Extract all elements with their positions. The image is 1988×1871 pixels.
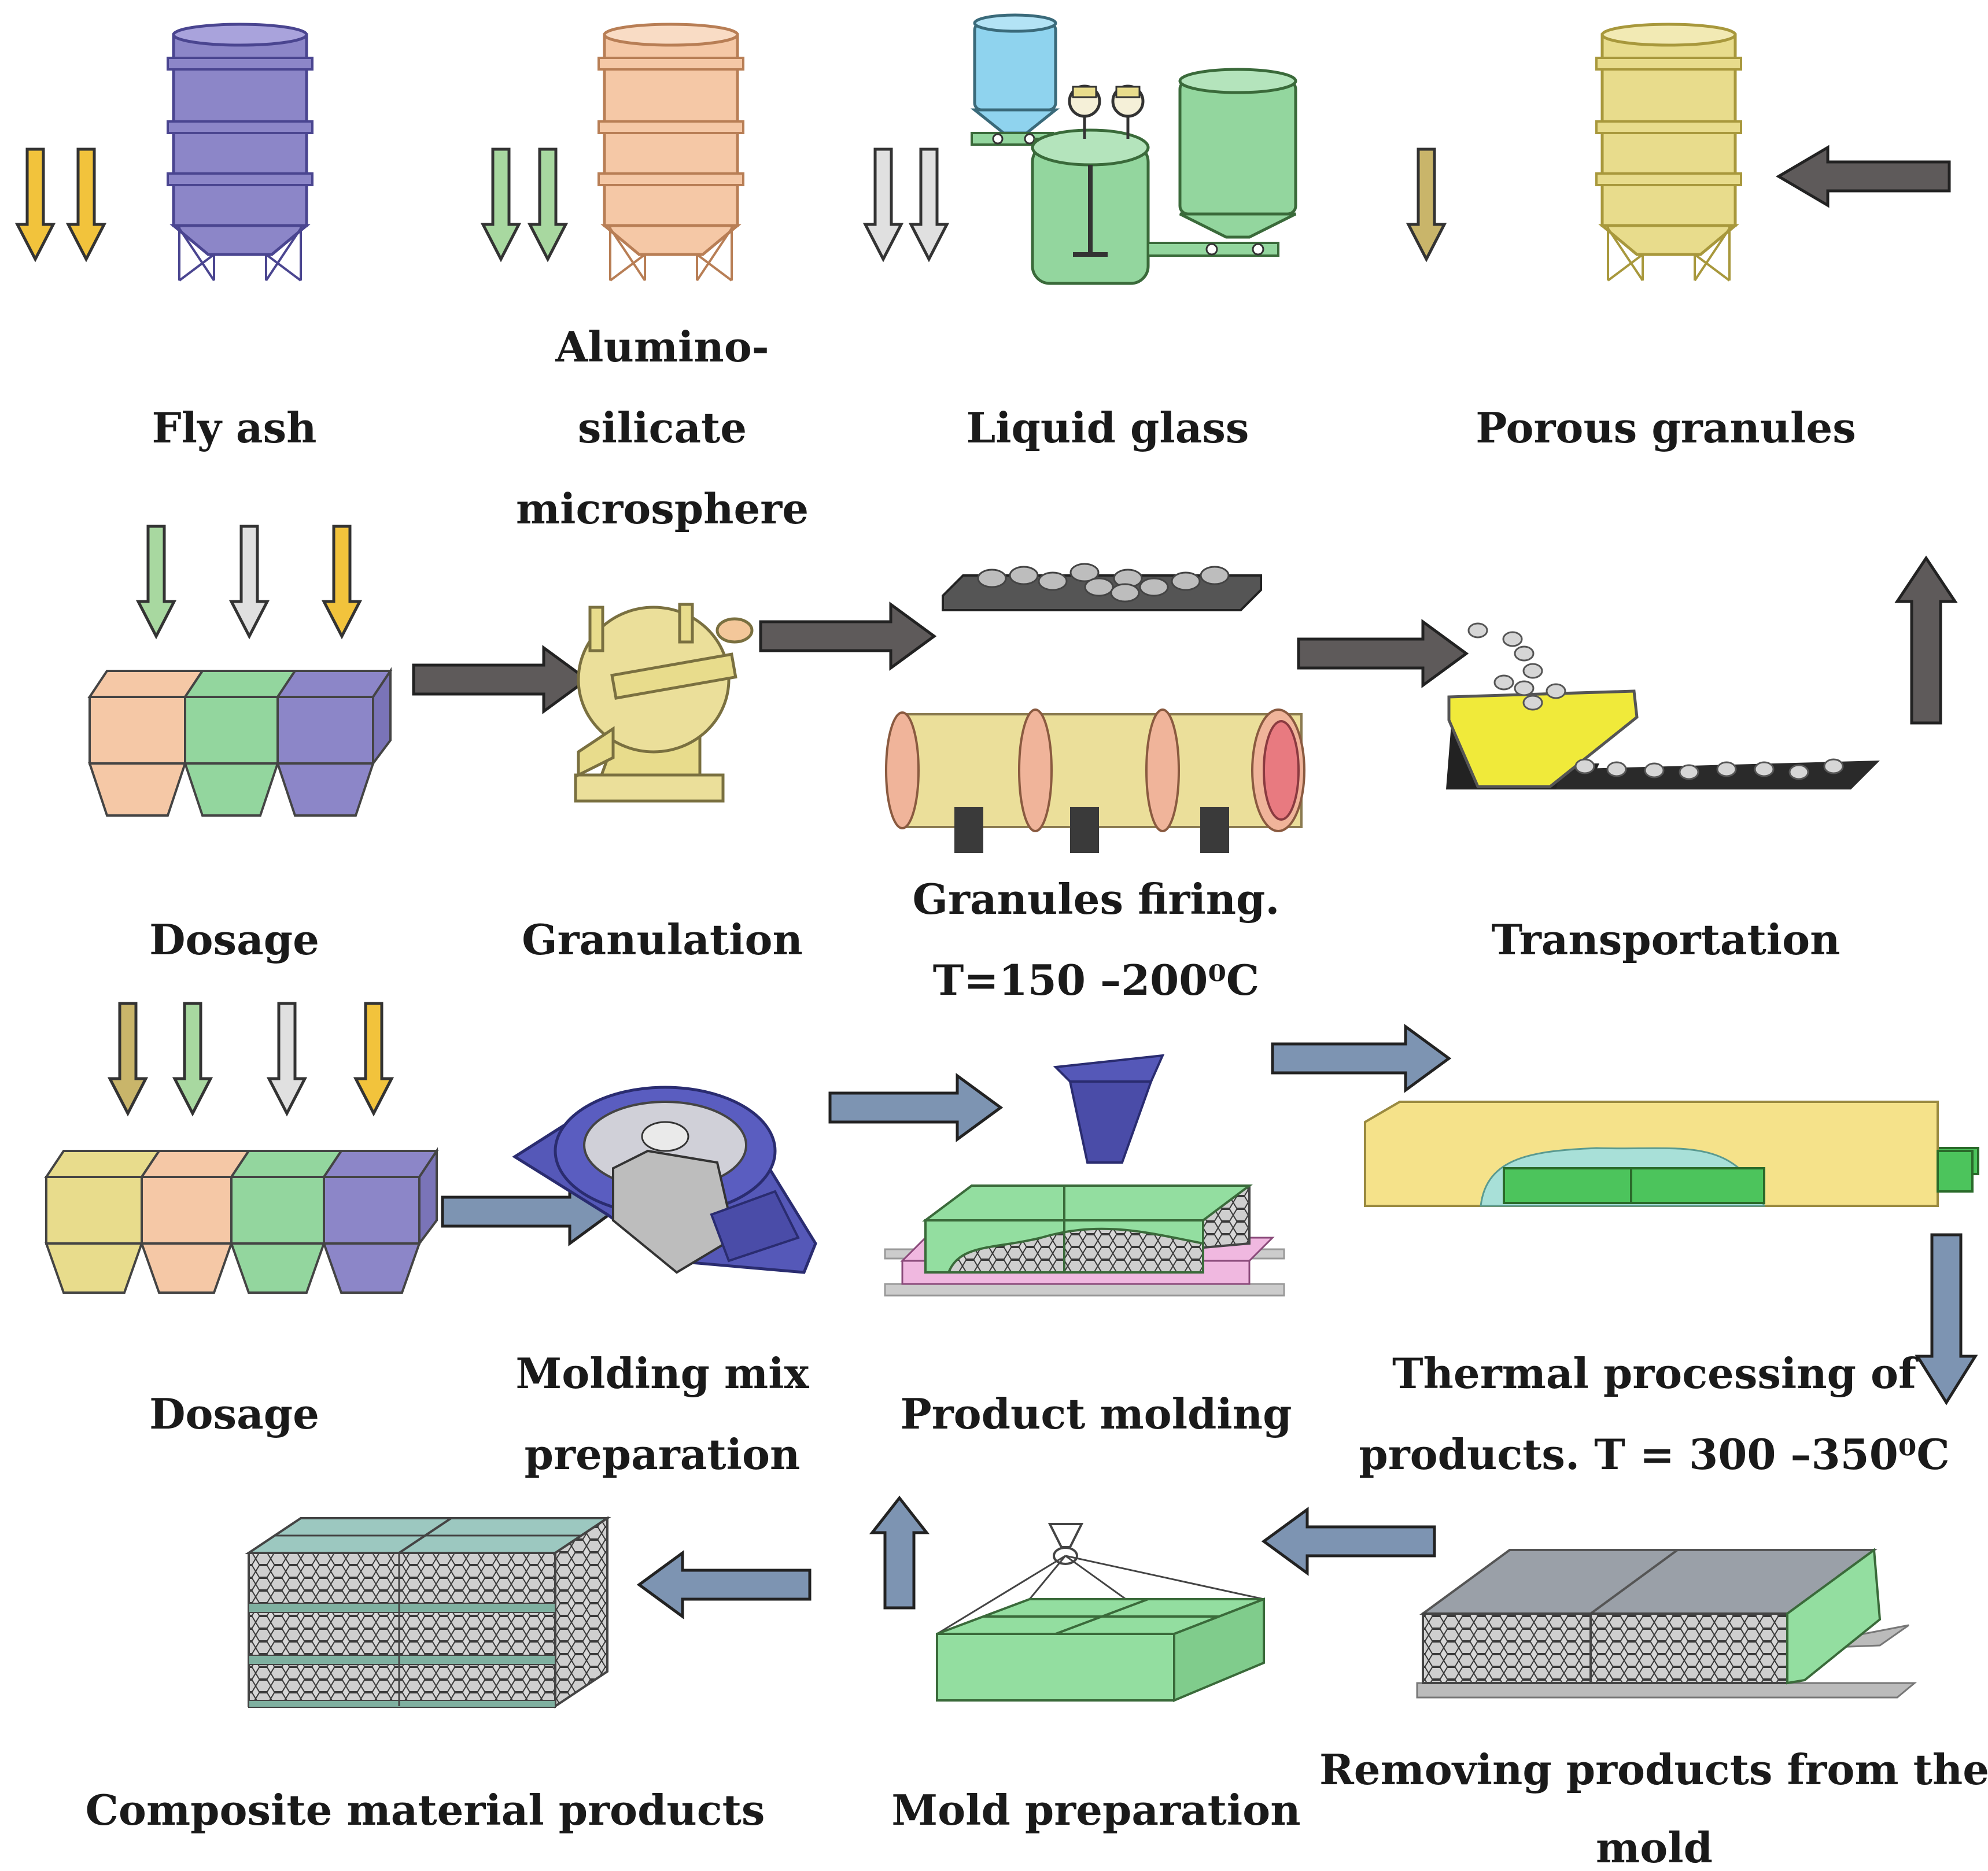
label-alumino-line3: microsphere bbox=[516, 484, 809, 533]
flow-arrow-dosage-to-granulation bbox=[412, 645, 590, 714]
molding-station-icon bbox=[884, 1054, 1285, 1297]
label-dosage-1: Dosage bbox=[149, 915, 319, 964]
transport-conveyor-icon bbox=[1446, 622, 1880, 789]
fly-ash-silo-icon bbox=[167, 23, 313, 282]
label-alumino-line1: Alumino- bbox=[555, 322, 769, 371]
liquid-glass-arrows bbox=[862, 147, 950, 263]
flow-arrow-to-composite bbox=[636, 1550, 812, 1619]
label-molding-mix-line2: preparation bbox=[525, 1430, 801, 1479]
microsphere-silo-icon bbox=[597, 23, 744, 282]
label-firing-line1: Granules firing. bbox=[913, 874, 1280, 924]
fly-ash-arrows bbox=[14, 147, 107, 263]
dosage-2-input-arrows bbox=[107, 1002, 394, 1117]
flow-arrow-molding-to-thermal bbox=[1271, 1024, 1452, 1093]
label-product-molding: Product molding bbox=[901, 1389, 1292, 1438]
label-composite-products: Composite material products bbox=[86, 1785, 765, 1835]
granule-tray-icon bbox=[942, 563, 1262, 611]
mold-preparation-icon bbox=[936, 1523, 1265, 1703]
composite-products-stack-icon bbox=[245, 1516, 611, 1708]
liquid-glass-mixer-icon bbox=[970, 13, 1297, 285]
label-molding-mix-line1: Molding mix bbox=[516, 1349, 810, 1398]
label-mold-preparation: Mold preparation bbox=[891, 1785, 1300, 1835]
thermal-oven-icon bbox=[1364, 1101, 1979, 1207]
label-transportation: Transportation bbox=[1492, 915, 1841, 964]
porous-granules-arrow bbox=[1406, 147, 1447, 263]
rotary-kiln-icon bbox=[885, 708, 1305, 853]
flow-arrow-removing-to-mold-prep bbox=[1261, 1507, 1436, 1576]
porous-granules-silo-icon bbox=[1595, 23, 1742, 282]
removing-products-icon bbox=[1416, 1548, 1917, 1699]
label-dosage-2: Dosage bbox=[149, 1389, 319, 1438]
flow-arrow-left-into-silo bbox=[1776, 145, 1951, 208]
mixer-icon bbox=[512, 1086, 817, 1274]
flow-arrow-firing-to-transportation bbox=[1297, 619, 1469, 688]
label-porous-granules: Porous granules bbox=[1476, 403, 1856, 452]
label-removing-line1: Removing products from the bbox=[1319, 1745, 1988, 1794]
label-thermal-line1: Thermal processing of bbox=[1392, 1349, 1919, 1398]
label-alumino-line2: silicate bbox=[578, 403, 747, 452]
dosage-input-arrows bbox=[135, 525, 363, 640]
flow-arrow-dosage2-to-mixer bbox=[441, 1177, 616, 1246]
label-removing-line2: mold bbox=[1596, 1823, 1713, 1871]
label-liquid-glass: Liquid glass bbox=[967, 403, 1249, 452]
label-firing-line2: T=150 –200⁰C bbox=[933, 955, 1259, 1005]
microsphere-arrows bbox=[480, 147, 569, 263]
flow-arrow-thermal-down bbox=[1915, 1233, 1978, 1405]
label-granulation: Granulation bbox=[522, 915, 803, 964]
flow-arrow-up-from-mold-prep bbox=[869, 1495, 930, 1610]
dosage-hoppers-icon bbox=[87, 667, 393, 817]
dosage-2-hoppers-icon bbox=[44, 1147, 439, 1294]
granulator-icon bbox=[574, 603, 754, 803]
label-fly-ash: Fly ash bbox=[152, 403, 317, 452]
flow-arrow-mixer-to-molding bbox=[828, 1073, 1004, 1142]
label-thermal-line2: products. T = 300 –350⁰C bbox=[1359, 1430, 1949, 1479]
flow-arrow-granulation-to-firing bbox=[759, 601, 937, 671]
flow-arrow-up-to-silo bbox=[1894, 555, 1958, 725]
